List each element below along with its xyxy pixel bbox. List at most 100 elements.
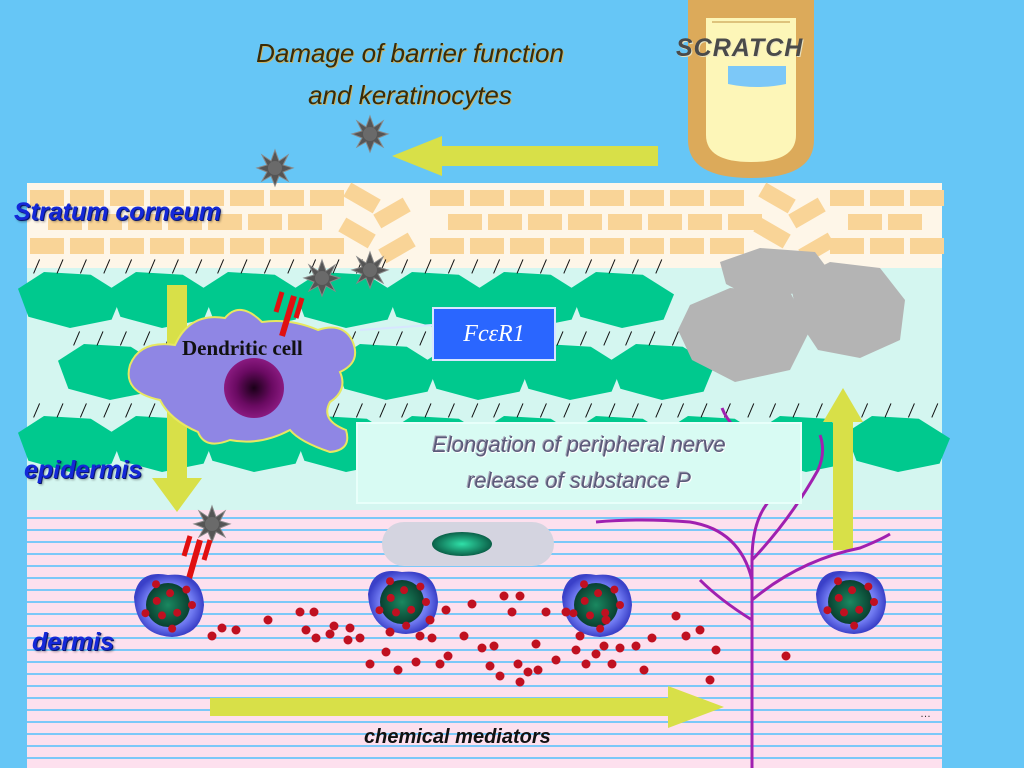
granule (427, 633, 437, 643)
broken-corneocyte (758, 182, 796, 214)
receptor-label: FcεR1 (432, 307, 556, 361)
granule (705, 675, 715, 685)
corneocyte (710, 190, 744, 206)
granule (581, 659, 591, 669)
granule (393, 665, 403, 675)
corneocyte (430, 190, 464, 206)
corneocyte (528, 214, 562, 230)
granule (435, 659, 445, 669)
nerve-box-line-1: Elongation of peripheral nerve (432, 432, 726, 457)
granule (499, 591, 509, 601)
footnote: … (920, 708, 931, 720)
granule (591, 649, 601, 659)
broken-corneocyte (753, 217, 791, 249)
ige-receptor-dendritic (273, 291, 305, 337)
granule (425, 615, 435, 625)
corneocyte (590, 238, 624, 254)
corneocyte (670, 238, 704, 254)
up-arrow (823, 388, 863, 550)
granule (681, 631, 691, 641)
corneocyte (910, 190, 944, 206)
broken-corneocyte (343, 182, 381, 214)
corneocyte (248, 214, 282, 230)
mast-cell (368, 570, 438, 634)
corneocyte (728, 214, 762, 230)
corneocyte (448, 214, 482, 230)
granule (607, 659, 617, 669)
corneocyte (870, 190, 904, 206)
stratum-corneum-label: Stratum corneum (14, 198, 221, 226)
corneocyte (470, 190, 504, 206)
corneocyte (190, 238, 224, 254)
granule (459, 631, 469, 641)
granule (295, 607, 305, 617)
corneocyte (110, 238, 144, 254)
keratinocyte (110, 259, 214, 328)
granule (365, 659, 375, 669)
keratinocyte (846, 403, 950, 472)
mast-cell (562, 573, 632, 637)
granule (489, 641, 499, 651)
corneocyte (910, 238, 944, 254)
corneocyte (310, 190, 344, 206)
granule (571, 645, 581, 655)
corneocyte (648, 214, 682, 230)
mast-cell (134, 573, 204, 637)
receptor-pointer-line (359, 324, 433, 331)
granule (385, 627, 395, 637)
corneocyte (230, 238, 264, 254)
corneocyte (310, 238, 344, 254)
granule (415, 631, 425, 641)
mediator-label: chemical mediators (364, 726, 551, 748)
corneocyte (590, 190, 624, 206)
granule (531, 639, 541, 649)
allergen-icon (303, 259, 341, 297)
scratch-label: SCRATCH (676, 34, 804, 62)
dermis-label: dermis (32, 628, 114, 656)
mediator-arrow (210, 686, 724, 728)
corneocyte (168, 214, 202, 230)
granule (551, 655, 561, 665)
corneocyte (830, 238, 864, 254)
broken-corneocyte (378, 232, 416, 264)
granule (411, 657, 421, 667)
fibroblast-cell (382, 522, 554, 566)
granule (695, 625, 705, 635)
corneocyte (30, 190, 64, 206)
allergen-icon (256, 149, 294, 187)
granule (345, 623, 355, 633)
ige-receptor-mast (181, 535, 213, 583)
corneocyte (888, 214, 922, 230)
granule (533, 665, 543, 675)
corneocyte (110, 190, 144, 206)
granule (671, 611, 681, 621)
allergen-icon (193, 505, 231, 543)
title: Damage of barrier function and keratinoc… (200, 32, 620, 116)
granule (443, 651, 453, 661)
granule (711, 645, 721, 655)
corneocyte (128, 214, 162, 230)
granule (343, 635, 353, 645)
nerve-info-box: Elongation of peripheral nerve release o… (356, 422, 802, 504)
granule (561, 607, 571, 617)
granule (541, 607, 551, 617)
granule (513, 659, 523, 669)
nerve-box-line-2: release of substance P (467, 468, 691, 493)
corneocyte (608, 214, 642, 230)
corneocyte (288, 214, 322, 230)
corneocyte (688, 214, 722, 230)
broken-corneocyte (373, 197, 411, 229)
granule (495, 671, 505, 681)
granule (601, 615, 611, 625)
corneocyte (270, 190, 304, 206)
granule (311, 633, 321, 643)
corneocyte (150, 190, 184, 206)
corneocyte (630, 190, 664, 206)
allergen-icon (351, 251, 389, 289)
granule (441, 605, 451, 615)
corneocyte (630, 238, 664, 254)
barrier-damage-arrow (392, 136, 658, 176)
mast-cell (816, 570, 886, 634)
released-granules (207, 591, 791, 687)
corneocyte (550, 238, 584, 254)
